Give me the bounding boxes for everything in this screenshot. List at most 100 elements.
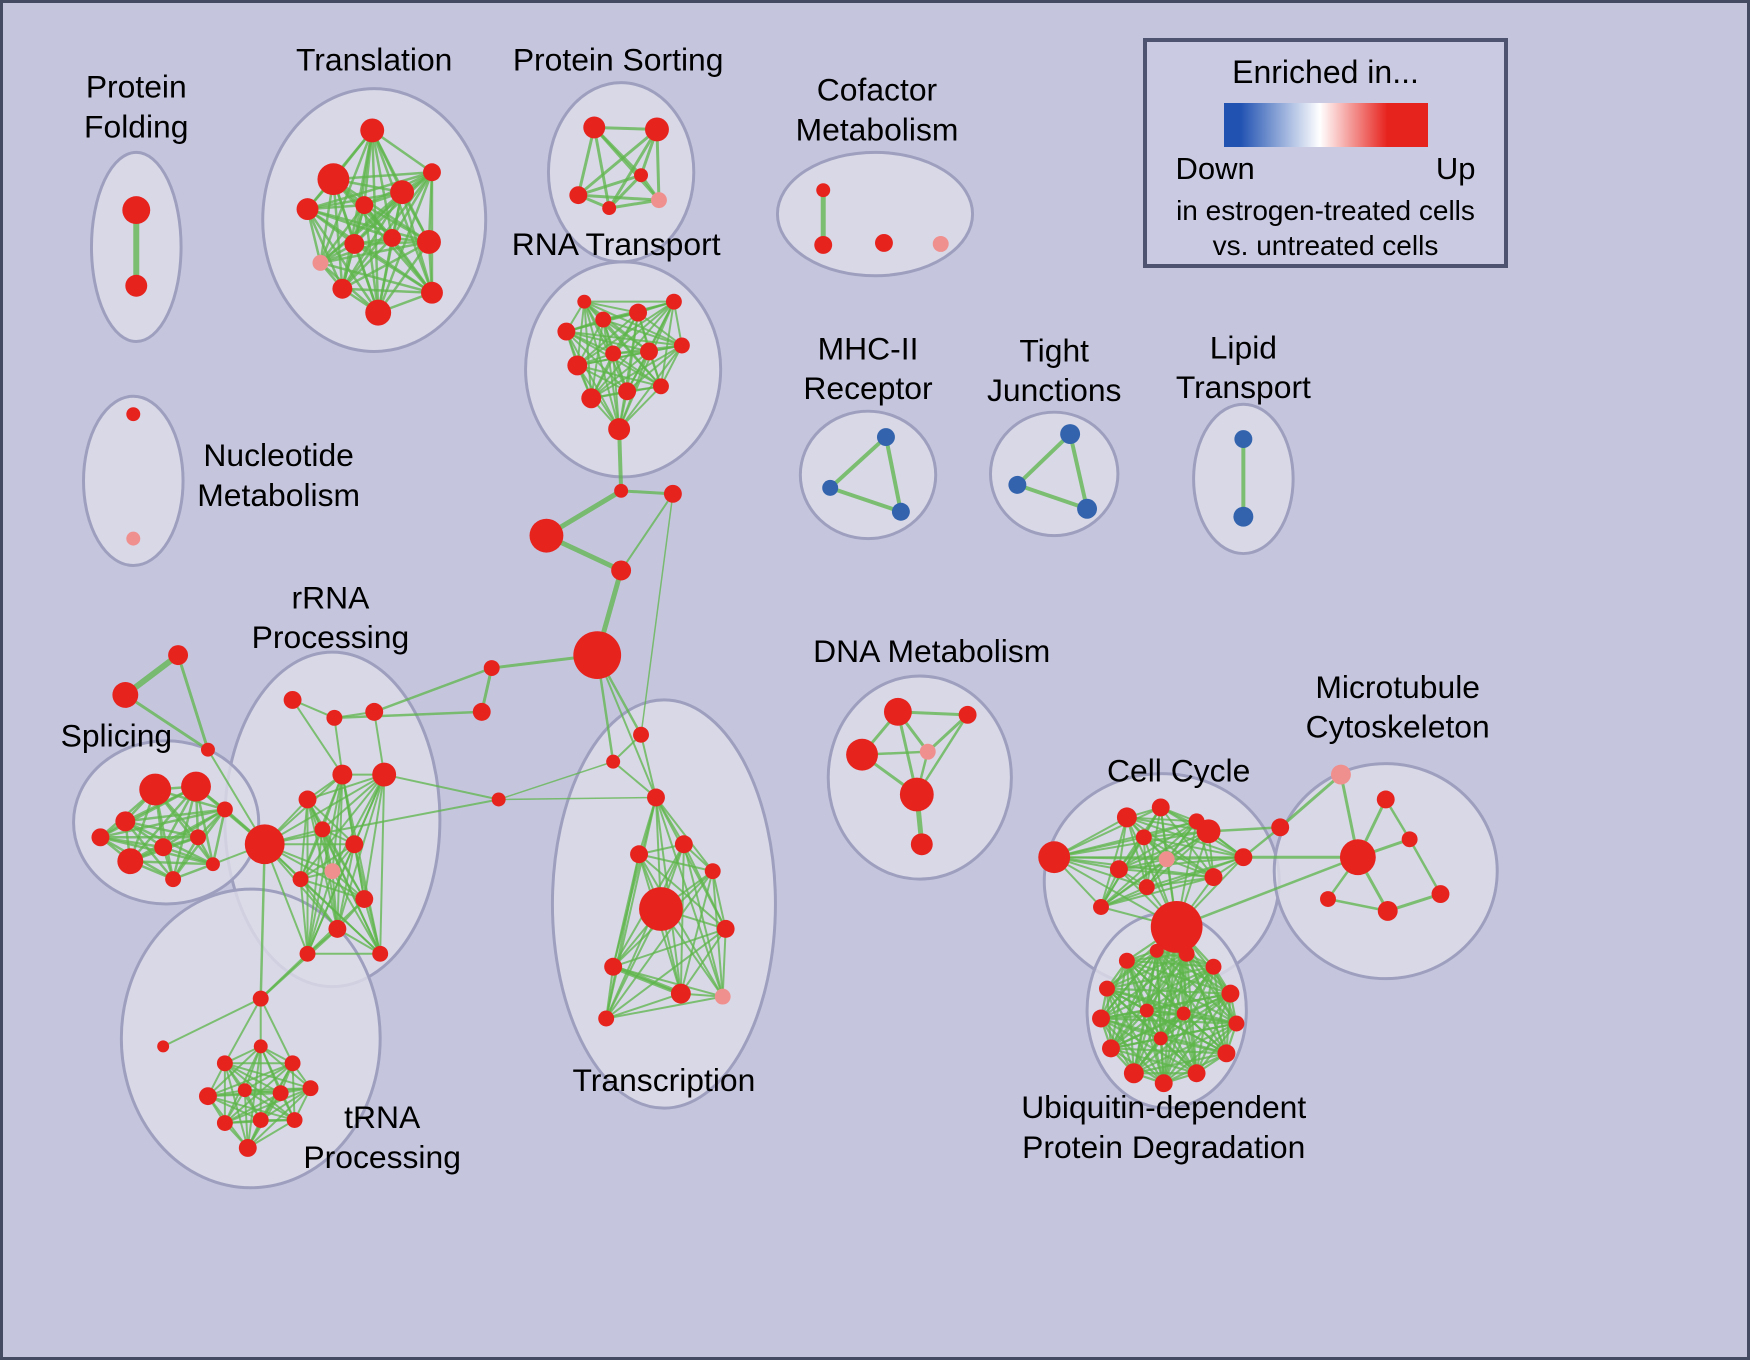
network-node-tx7 [704, 863, 721, 880]
network-node-nm2 [126, 531, 141, 546]
network-node-tx3 [647, 788, 665, 807]
network-node-tr6 [423, 163, 441, 182]
network-node-mt6 [1431, 885, 1450, 904]
network-edge [246, 1087, 312, 1149]
network-edge [1142, 836, 1245, 859]
network-node-sp4 [91, 828, 110, 847]
network-edge [610, 964, 684, 997]
network-edge [1105, 965, 1215, 990]
network-edge [1326, 897, 1389, 913]
network-node-cc5 [1135, 829, 1152, 846]
network-node-cc12 [1150, 901, 1203, 953]
network-node-tn10 [216, 1115, 233, 1132]
network-node-ub3 [1178, 945, 1195, 962]
network-node-tn13 [238, 1138, 257, 1157]
network-node-sp10 [205, 857, 220, 872]
network-edge [299, 828, 324, 881]
cluster-label-protein-folding: Folding [84, 108, 188, 144]
network-edge [583, 300, 593, 400]
network-edge [321, 773, 386, 831]
network-edge [638, 853, 727, 930]
cluster-label-mhc-ii-receptor: MHC-II [818, 330, 919, 366]
network-node-rt10 [581, 388, 602, 409]
network-node-mt2 [1376, 790, 1395, 809]
network-edge [1105, 987, 1232, 995]
network-edge [607, 173, 643, 210]
network-edge [1162, 965, 1215, 1085]
network-edge [576, 173, 643, 197]
network-edge [1278, 773, 1343, 829]
network-edge [243, 1089, 249, 1149]
network-node-tr1 [360, 118, 385, 143]
network-node-rt4 [629, 303, 648, 322]
cluster-label-translation: Translation [296, 42, 452, 78]
network-edge [679, 870, 714, 995]
network-node-rr8 [314, 821, 331, 838]
network-edge [306, 843, 356, 955]
network-node-rr6 [332, 764, 353, 785]
network-node-rt2 [557, 322, 576, 341]
cluster-label-microtubule-cytoskeleton: Cytoskeleton [1306, 709, 1490, 745]
network-node-tr4 [355, 196, 374, 215]
network-node-ub12 [1154, 1074, 1173, 1093]
network-node-rt7 [605, 345, 622, 362]
network-node-sp2 [181, 771, 211, 802]
cluster-label-cofactor-metabolism: Metabolism [796, 111, 959, 147]
network-edge [1145, 992, 1232, 1012]
network-node-cc7 [1196, 819, 1221, 844]
network-edge [331, 870, 382, 955]
network-edge [620, 492, 674, 572]
network-edge [341, 240, 431, 290]
network-node-ub7 [1092, 1009, 1110, 1028]
network-edge [605, 992, 682, 1020]
network-node-rt12 [652, 378, 669, 395]
network-node-tn12 [286, 1112, 303, 1129]
network-edge [336, 843, 356, 930]
network-edge [341, 236, 394, 290]
cluster-ellipse-cofactor-metabolism [775, 150, 975, 278]
network-edge [1207, 826, 1282, 833]
network-node-tr9 [383, 228, 402, 247]
network-node-lt2 [1233, 506, 1254, 527]
network-edge [353, 242, 434, 294]
network-node-tn2 [157, 1040, 170, 1053]
network-edge [590, 350, 650, 400]
network-edge [379, 773, 386, 955]
network-node-cc10 [1204, 868, 1223, 887]
network-node-cn1 [614, 483, 629, 498]
network-node-mt1 [1330, 764, 1351, 785]
network-edge [612, 352, 621, 431]
cluster-label-microtubule-cytoskeleton: Microtubule [1315, 669, 1480, 705]
network-edge [638, 853, 724, 998]
color-gradient-bar [1223, 103, 1428, 147]
network-edge [123, 693, 210, 752]
cluster-label-mhc-ii-receptor: Receptor [803, 370, 933, 406]
network-edge [576, 127, 659, 197]
legend-up-label: Up [1435, 151, 1476, 186]
network-node-tr13 [421, 281, 443, 304]
cluster-label-nucleotide-metabolism: Metabolism [197, 477, 360, 513]
network-edge [828, 485, 903, 514]
network-edge [299, 878, 382, 955]
network-edge [682, 843, 727, 930]
network-node-sp5 [117, 848, 144, 875]
cluster-label-ubiquitin-degradation: Protein Degradation [1022, 1129, 1305, 1165]
network-node-ub15 [1176, 1006, 1191, 1021]
network-node-rt8 [640, 342, 658, 361]
network-edge [319, 203, 366, 265]
network-node-cc3 [1151, 798, 1170, 817]
network-node-cn5 [573, 631, 622, 680]
network-node-tr2 [317, 163, 350, 196]
network-edge [576, 300, 675, 367]
cluster-label-cell-cycle: Cell Cycle [1107, 753, 1250, 789]
network-node-dm5 [899, 777, 934, 812]
network-node-tj3 [1077, 498, 1098, 519]
network-edge [333, 710, 483, 720]
network-node-ub11 [1123, 1063, 1144, 1084]
network-edge [612, 927, 727, 968]
legend-box: Enriched in... Down Up in estrogen-treat… [1143, 38, 1508, 268]
network-node-rr12 [355, 890, 374, 908]
network-edge [263, 773, 386, 846]
cluster-label-rrna-processing: Processing [252, 619, 410, 655]
network-edge [99, 785, 198, 839]
